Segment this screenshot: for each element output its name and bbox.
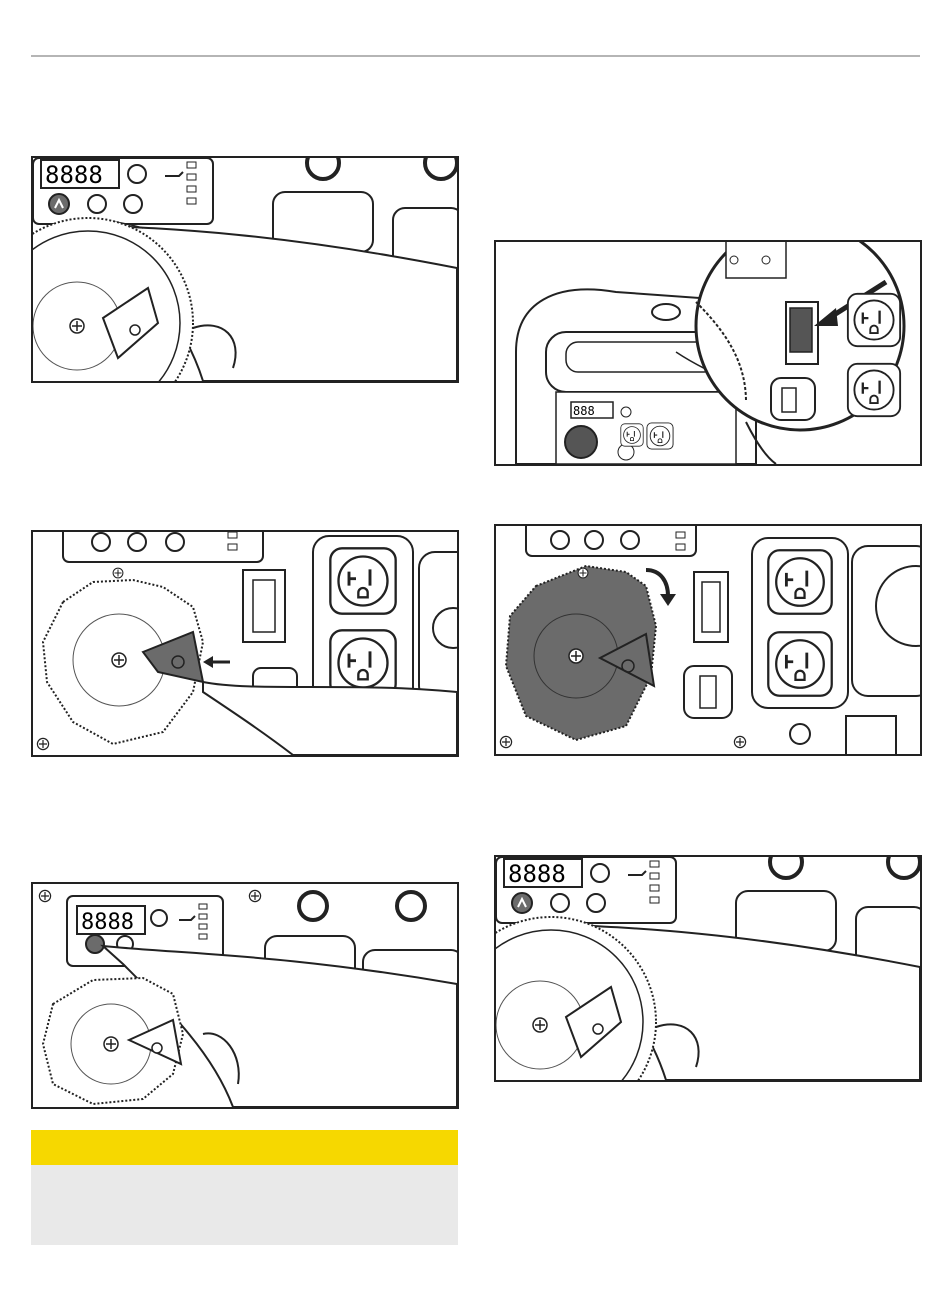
eco-icon — [587, 894, 605, 912]
usb-icon — [700, 676, 716, 708]
push-fuel-knob-tab-illustration — [31, 530, 459, 757]
warning-callout-body — [31, 1165, 458, 1245]
wifi-icon — [128, 533, 146, 551]
warning-callout-header — [31, 1130, 458, 1165]
rotate-fuel-knob-illustration — [494, 524, 922, 756]
power-icon — [551, 531, 569, 549]
fuel-icon — [152, 1043, 162, 1053]
press-power-button-panel-illustration: 8888 — [31, 882, 459, 1109]
engine-icon — [591, 864, 609, 882]
press-power-button-illustration: 8888 — [31, 156, 459, 383]
display-digits: 8888 — [45, 161, 103, 189]
warning-callout — [31, 1130, 458, 1245]
top-rule — [31, 55, 920, 57]
engine-icon — [151, 910, 167, 926]
eco-icon — [621, 531, 639, 549]
fuel-icon — [130, 325, 140, 335]
display-digits: 8888 — [508, 860, 566, 888]
power-icon — [512, 893, 532, 913]
eco-icon — [166, 533, 184, 551]
wifi-icon — [585, 531, 603, 549]
display-digits: 8888 — [81, 910, 134, 935]
wifi-icon — [551, 894, 569, 912]
rocker-switch — [790, 308, 812, 352]
power-icon — [92, 533, 110, 551]
wifi-icon — [88, 195, 106, 213]
arrow-icon — [203, 656, 213, 668]
display-digits: 888 — [573, 404, 595, 418]
usb-icon — [782, 388, 796, 412]
power-icon — [49, 194, 69, 214]
press-power-button-repeat-illustration: 8888 — [494, 855, 922, 1082]
rocker-switch-location-illustration: 888 — [494, 240, 922, 466]
power-icon — [86, 935, 104, 953]
arrow-icon — [660, 594, 676, 606]
eco-icon — [124, 195, 142, 213]
engine-icon — [128, 165, 146, 183]
fuel-icon — [593, 1024, 603, 1034]
